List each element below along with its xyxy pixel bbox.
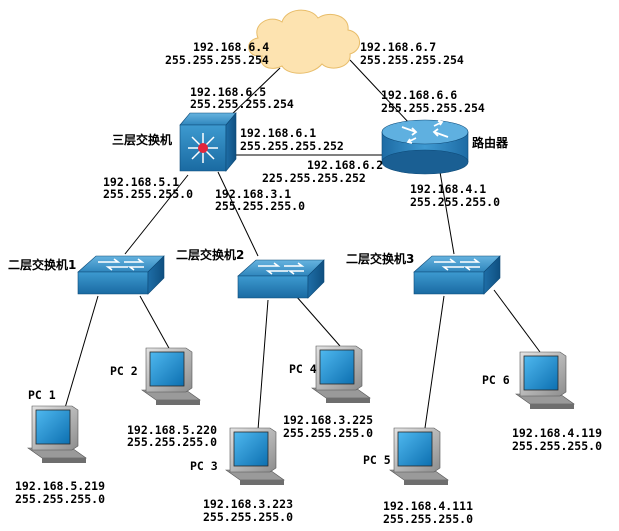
switch1-label: 二层交换机1 (8, 257, 76, 272)
link-cloud-router (349, 59, 411, 125)
pc6-ip: 192.168.4.119 (512, 426, 602, 440)
pc6-monitor-icon (515, 351, 575, 410)
link-switch1-pc1 (64, 295, 99, 409)
l3-up-ip: 192.168.6.5 (190, 85, 266, 99)
pc1-mask: 255.255.255.0 (15, 492, 105, 506)
router-link-mask: 225.255.255.252 (262, 171, 366, 185)
pc3-ip: 192.168.3.223 (203, 497, 293, 511)
pc5-monitor-icon (389, 427, 449, 486)
router-label: 路由器 (472, 135, 509, 150)
l3-up-mask: 255.255.255.254 (190, 97, 294, 111)
router-link-ip: 192.168.6.2 (307, 158, 383, 172)
pc2-label: PC 2 (110, 364, 138, 378)
pc4-ip: 192.168.3.225 (283, 413, 373, 427)
pc1-label: PC 1 (28, 388, 56, 402)
pc3-mask: 255.255.255.0 (203, 510, 293, 524)
link-switch1-pc2 (139, 295, 171, 351)
link-switch2-pc3 (257, 299, 269, 431)
link-cloud-l3switch (227, 67, 281, 119)
pc1-ip: 192.168.5.219 (15, 479, 105, 493)
pc3-monitor-icon (225, 427, 285, 486)
router-icon (381, 119, 469, 175)
pc5-ip: 192.168.4.111 (383, 499, 473, 513)
pc5-label: PC 5 (363, 453, 391, 467)
pc1-monitor-icon (27, 405, 87, 464)
pc2-ip: 192.168.5.220 (127, 423, 217, 437)
pc5-mask: 255.255.255.0 (383, 512, 473, 526)
switch2-label: 二层交换机2 (176, 247, 244, 262)
pc4-label: PC 4 (289, 362, 317, 376)
pc4-monitor-icon (311, 345, 371, 404)
link-router-switch3 (439, 171, 455, 255)
pc6-mask: 255.255.255.0 (512, 439, 602, 453)
cloud-icon (248, 9, 360, 74)
switch2-icon (237, 259, 325, 299)
pc4-mask: 255.255.255.0 (283, 426, 373, 440)
pc2-mask: 255.255.255.0 (127, 435, 217, 449)
link-switch3-pc6 (493, 289, 541, 353)
l3-left-mask: 255.255.255.0 (103, 187, 193, 201)
pc6-label: PC 6 (482, 373, 510, 387)
cloud-left-ip: 192.168.6.4 (193, 40, 269, 54)
cloud-right-mask: 255.255.255.254 (360, 53, 464, 67)
link-switch3-pc5 (424, 295, 445, 429)
router-up-ip: 192.168.6.6 (381, 88, 457, 102)
router-down-ip: 192.168.4.1 (410, 182, 486, 196)
l3-mid-mask: 255.255.255.0 (215, 199, 305, 213)
switch3-label: 二层交换机3 (346, 251, 414, 266)
switch1-icon (77, 255, 165, 295)
cloud-right-ip: 192.168.6.7 (360, 40, 436, 54)
link-switch2-pc4 (295, 295, 341, 347)
router-down-mask: 255.255.255.0 (410, 195, 500, 209)
l3-mid-ip: 192.168.3.1 (215, 187, 291, 201)
cloud-left-mask: 255.255.255.254 (165, 53, 269, 67)
pc3-label: PC 3 (190, 459, 218, 473)
l3-left-ip: 192.168.5.1 (103, 175, 179, 189)
l3-link-mask: 255.255.255.252 (240, 139, 344, 153)
link-l3switch-switch1 (124, 174, 189, 255)
links (64, 59, 541, 431)
pc2-monitor-icon (141, 347, 201, 406)
link-l3switch-switch2 (217, 171, 259, 257)
router-up-mask: 255.255.255.254 (381, 101, 485, 115)
l3-switch-icon (179, 112, 237, 172)
switch3-icon (413, 255, 501, 295)
l3-link-ip: 192.168.6.1 (240, 126, 316, 140)
l3-switch-label: 三层交换机 (112, 132, 172, 147)
